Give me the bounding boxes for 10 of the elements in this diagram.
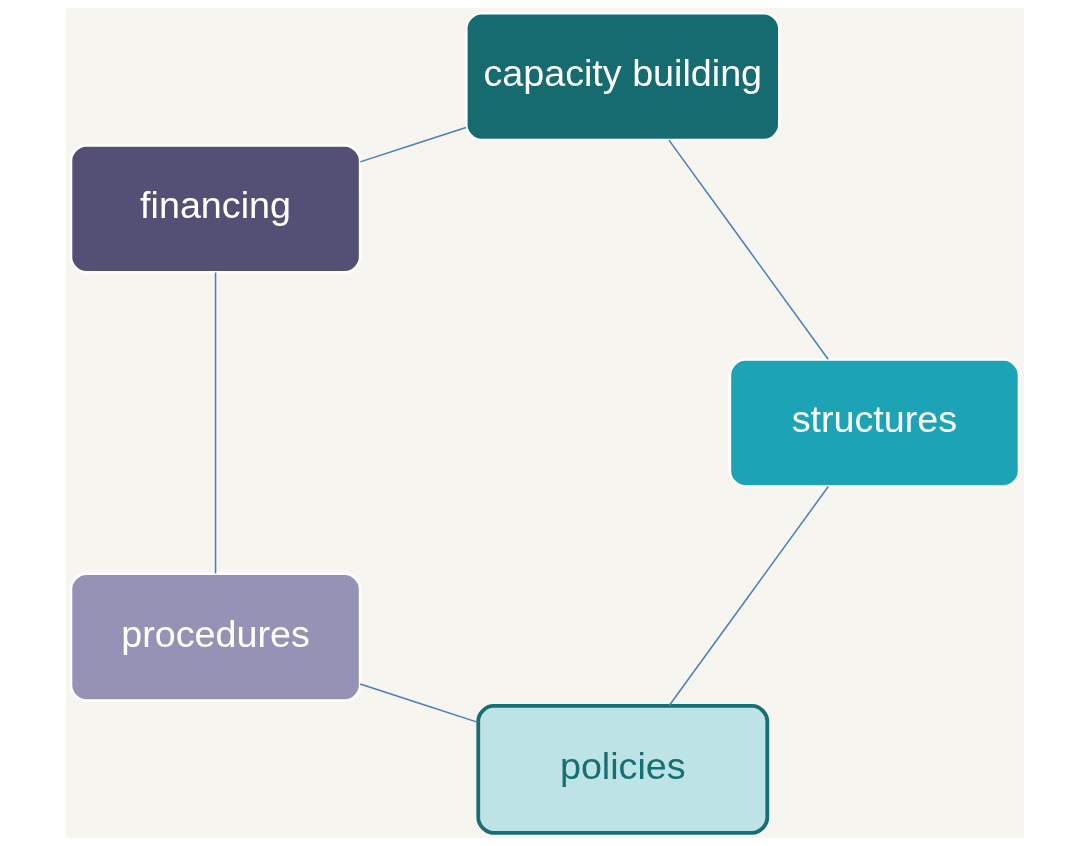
connector: [359, 126, 467, 163]
connector: [667, 485, 829, 707]
node-box: procedures: [69, 572, 361, 702]
connector: [214, 271, 216, 575]
node-box: financing: [69, 144, 361, 274]
node-box: structures: [728, 358, 1020, 488]
node-box: policies: [475, 704, 769, 835]
connector: [358, 683, 479, 724]
connector: [667, 139, 829, 361]
node-box: capacity building: [464, 11, 780, 142]
